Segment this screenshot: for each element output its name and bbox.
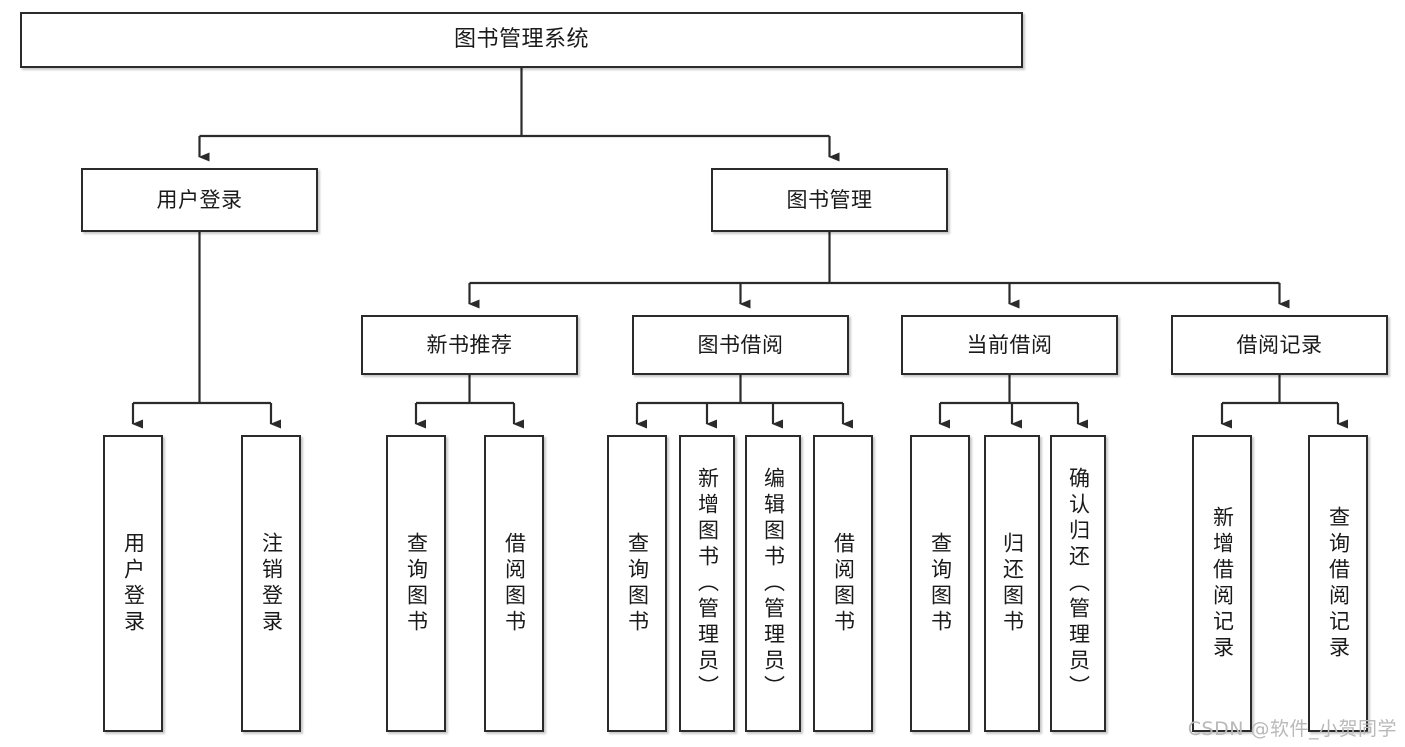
node-leaf-add-record[interactable]: 新增借阅记录 — [1192, 435, 1252, 732]
node-leaf-user-logout[interactable]: 注销登录 — [241, 435, 301, 732]
node-current-borrow[interactable]: 当前借阅 — [901, 315, 1118, 375]
node-label: 当前借阅 — [966, 332, 1053, 357]
node-leaf-confirm-return[interactable]: 确认归还（管理员） — [1050, 435, 1106, 732]
node-leaf-borrow-book-2[interactable]: 借阅图书 — [813, 435, 873, 732]
node-user-login[interactable]: 用户登录 — [81, 168, 318, 232]
node-label: 注销登录 — [259, 531, 284, 636]
node-new-book-recommend[interactable]: 新书推荐 — [361, 315, 578, 375]
node-leaf-query-book-1[interactable]: 查询图书 — [386, 435, 446, 732]
node-label: 归还图书 — [1000, 531, 1025, 636]
node-label: 图书管理 — [786, 187, 873, 212]
node-label: 新增借阅记录 — [1210, 505, 1235, 662]
node-leaf-user-login[interactable]: 用户登录 — [103, 435, 163, 732]
node-label: 查询图书 — [928, 531, 953, 636]
node-label: 查询图书 — [625, 531, 650, 636]
node-label: 确认归还（管理员） — [1066, 466, 1091, 701]
node-leaf-return-book[interactable]: 归还图书 — [984, 435, 1040, 732]
watermark-text: CSDN @软件_小贺同学 — [1187, 718, 1397, 740]
node-label: 查询借阅记录 — [1326, 505, 1351, 662]
node-label: 图书管理系统 — [453, 27, 589, 53]
node-label: 借阅图书 — [502, 531, 527, 636]
node-borrow-record[interactable]: 借阅记录 — [1171, 315, 1388, 375]
node-label: 借阅图书 — [831, 531, 856, 636]
node-label: 借阅记录 — [1236, 332, 1323, 357]
node-leaf-borrow-book-1[interactable]: 借阅图书 — [484, 435, 544, 732]
node-book-borrow[interactable]: 图书借阅 — [632, 315, 849, 375]
node-root[interactable]: 图书管理系统 — [20, 12, 1023, 68]
node-label: 图书借阅 — [697, 332, 784, 357]
node-label: 编辑图书（管理员） — [761, 466, 786, 701]
node-label: 用户登录 — [121, 531, 146, 636]
node-leaf-query-book-2[interactable]: 查询图书 — [607, 435, 667, 732]
node-label: 用户登录 — [156, 187, 243, 212]
node-leaf-query-record[interactable]: 查询借阅记录 — [1308, 435, 1368, 732]
node-label: 查询图书 — [404, 531, 429, 636]
node-label: 新增图书（管理员） — [695, 466, 720, 701]
node-book-manage[interactable]: 图书管理 — [711, 168, 948, 232]
node-leaf-add-book[interactable]: 新增图书（管理员） — [679, 435, 735, 732]
node-label: 新书推荐 — [426, 332, 513, 357]
node-leaf-edit-book[interactable]: 编辑图书（管理员） — [745, 435, 801, 732]
node-leaf-query-book-3[interactable]: 查询图书 — [910, 435, 970, 732]
